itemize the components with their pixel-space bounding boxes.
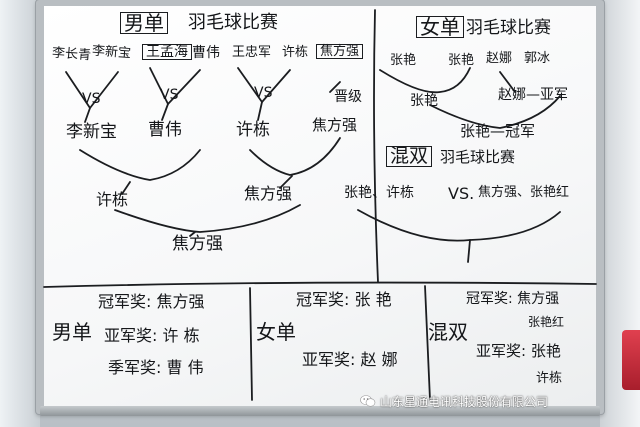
wechat-icon (360, 395, 376, 407)
mens-vs-1: VS (82, 91, 101, 107)
mens-r1-player-4: 曹伟 (192, 45, 220, 61)
mixed-match-right: 焦方强、张艳红 (478, 185, 570, 200)
mens-r1-player-2: 李新宝 (91, 43, 132, 62)
womens-r1-player-4: 郭冰 (524, 51, 551, 66)
mixed-title-box: 混双 (386, 146, 433, 167)
summary-mens-champion: 冠军奖: 焦方强 (98, 292, 205, 311)
whiteboard (44, 6, 596, 406)
mens-r2-player-3: 许栋 (236, 120, 270, 140)
mixed-title-rest: 羽毛球比赛 (440, 148, 516, 166)
summary-womens-label: 女单 (256, 320, 296, 344)
marker-tray (40, 406, 600, 416)
divider-bottom-1 (249, 287, 253, 401)
summary-mens-third: 季军奖: 曹 伟 (108, 358, 204, 377)
summary-mixed-champion-partner: 张艳红 (528, 315, 565, 329)
womens-r1-player-3: 赵娜 (486, 51, 513, 66)
mens-vs-3: VS (254, 85, 273, 101)
mens-title-rest: 羽毛球比赛 (188, 12, 278, 33)
divider-vertical-top (373, 9, 379, 283)
summary-mixed-label: 混双 (428, 320, 468, 344)
mens-r2-player-1: 李新宝 (66, 122, 117, 142)
mens-r1-player-5: 王忠军 (232, 45, 272, 60)
summary-womens-champion: 冠军奖: 张 艳 (296, 290, 392, 309)
mens-r1-player-6: 许栋 (282, 45, 309, 60)
mens-semi-player-2: 焦方强 (244, 184, 293, 203)
window-left (0, 0, 40, 427)
summary-womens-runner-up: 亚军奖: 赵 娜 (302, 350, 398, 369)
watermark: 山东星通电讯科技股份有限公司 (360, 392, 548, 410)
mens-r1-player-7: 焦方强 (316, 44, 364, 59)
mens-vs-2: VS (160, 87, 179, 103)
summary-mixed-runner-up-partner: 许栋 (536, 371, 563, 386)
womens-runner-up: 赵娜—亚军 (498, 87, 568, 103)
womens-title-rest: 羽毛球比赛 (466, 18, 551, 38)
watermark-text: 山东星通电讯科技股份有限公司 (380, 394, 549, 409)
womens-title-box: 女单 (416, 16, 464, 38)
summary-mens-label: 男单 (52, 320, 92, 344)
mens-winner: 焦方强 (172, 234, 223, 254)
mixed-match-left: 张艳、许栋 (344, 185, 414, 201)
mens-advance-note: 晋级 (334, 89, 362, 105)
womens-r1-player-1: 张艳 (390, 53, 417, 68)
mens-title-box: 男单 (120, 12, 168, 34)
divider-horizontal (43, 281, 597, 288)
mens-r1-player-1: 李长青 (51, 45, 92, 64)
summary-mixed-runner-up: 亚军奖: 张艳 (476, 342, 561, 360)
mens-r2-player-4: 焦方强 (312, 116, 358, 134)
summary-mixed-champion: 冠军奖: 焦方强 (466, 291, 560, 307)
mens-semi-player-1: 许栋 (96, 190, 129, 209)
mens-r2-player-2: 曹伟 (148, 120, 182, 140)
mens-r1-player-3: 王孟海 (142, 44, 192, 60)
red-object (622, 330, 640, 390)
summary-mens-runner-up: 亚军奖: 许 栋 (104, 326, 200, 345)
mixed-vs: VS. (448, 184, 475, 203)
womens-r1-player-2: 张艳 (448, 53, 475, 68)
divider-bottom-2 (424, 285, 431, 401)
womens-r2-player: 张艳 (410, 93, 438, 109)
womens-champion: 张艳—冠军 (460, 122, 536, 140)
